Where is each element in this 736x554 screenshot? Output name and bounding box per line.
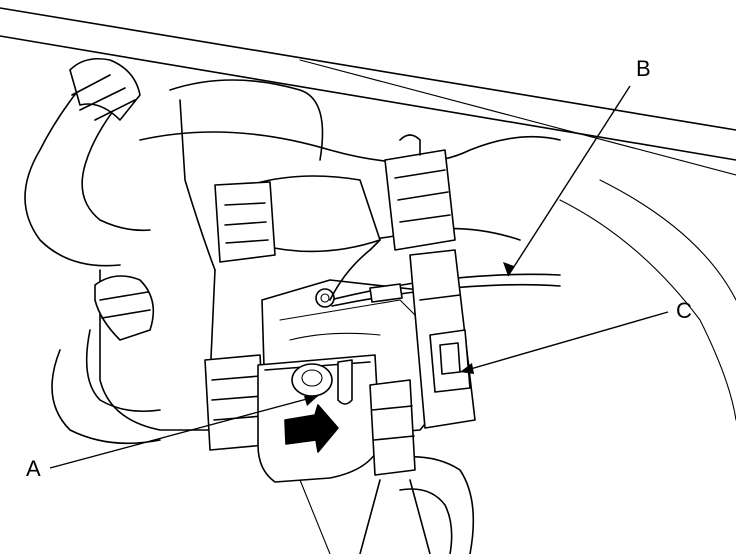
arrowhead-a [304,396,318,406]
callout-label-b: B [636,56,651,81]
arrowhead-c [460,363,474,374]
callout-label-c: C [676,298,692,323]
body-panel-edges [0,7,736,421]
lower-left-hose [51,275,161,445]
upper-hose [139,131,561,263]
connector-bracket [409,249,476,429]
callout-line-b [507,85,631,277]
arrowhead-b [503,262,514,276]
callout-label-a: A [26,456,41,481]
upper-left-hose [24,57,151,267]
callout-line-a [49,395,319,469]
left-clamp [204,354,266,451]
callout-lines [49,85,669,469]
lower-right-hose [299,379,475,554]
sensor-body [257,354,381,483]
callout-line-c [459,311,669,373]
